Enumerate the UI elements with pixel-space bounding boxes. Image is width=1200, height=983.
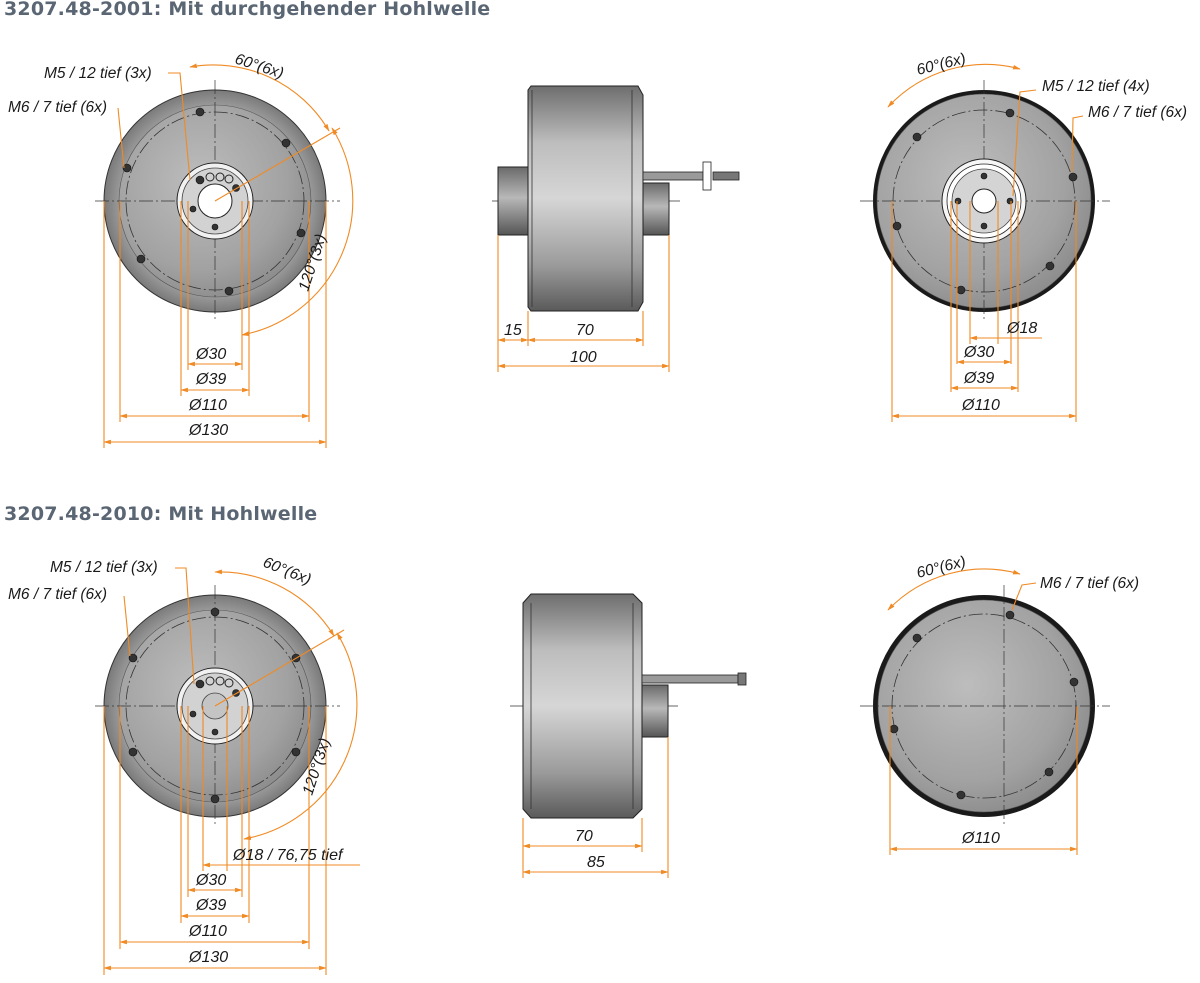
s1-front-m5-label: M5 / 12 tief (3x) bbox=[44, 65, 152, 82]
s1-front-dia30: Ø30 bbox=[195, 346, 226, 363]
s1-side-dim100: 100 bbox=[570, 349, 597, 366]
s2-front-view: Ø18 / 76,75 tief Ø30 Ø39 Ø110 Ø130 M5 / … bbox=[8, 554, 360, 975]
s1-side-dim15: 15 bbox=[504, 322, 522, 339]
section-title-2001: 3207.48-2001: Mit durchgehender Hohlwell… bbox=[4, 0, 491, 20]
s1-front-angle60: 60°(6x) bbox=[233, 51, 286, 83]
s1-back-angle60: 60°(6x) bbox=[915, 50, 968, 79]
s1-back-dia18: Ø18 bbox=[1006, 320, 1037, 337]
s2-side-view: 70 85 bbox=[510, 593, 747, 878]
s1-back-m5-label: M5 / 12 tief (4x) bbox=[1042, 78, 1150, 95]
s2-back-angle60: 60°(6x) bbox=[915, 553, 968, 582]
s2-front-angle60: 60°(6x) bbox=[261, 554, 314, 589]
s1-back-dia110: Ø110 bbox=[961, 397, 1000, 414]
s1-front-dia110: Ø110 bbox=[188, 397, 227, 414]
s2-front-dia130: Ø130 bbox=[188, 949, 228, 966]
s1-side-view: 15 70 100 bbox=[492, 85, 740, 372]
s1-back-dia39: Ø39 bbox=[963, 370, 994, 387]
s2-front-dia39: Ø39 bbox=[195, 897, 226, 914]
s2-front-dia18: Ø18 / 76,75 tief bbox=[232, 847, 344, 864]
s2-front-dia30: Ø30 bbox=[195, 872, 226, 889]
s2-back-dia110: Ø110 bbox=[961, 830, 1000, 847]
s1-back-dia30: Ø30 bbox=[963, 344, 994, 361]
s1-back-m6-label: M6 / 7 tief (6x) bbox=[1088, 104, 1187, 121]
s1-back-view: Ø18 Ø30 Ø39 Ø110 M5 / 12 tief (4x) M6 / … bbox=[860, 50, 1187, 422]
s1-front-view: Ø30 Ø39 Ø110 Ø130 M5 / 12 tief (3x) M6 /… bbox=[8, 51, 354, 448]
s2-back-view: Ø110 M6 / 7 tief (6x) 60°(6x) bbox=[860, 553, 1139, 855]
s1-front-dia39: Ø39 bbox=[195, 371, 226, 388]
s2-front-m5-label: M5 / 12 tief (3x) bbox=[50, 559, 158, 576]
s1-side-dim70: 70 bbox=[576, 322, 594, 339]
s1-front-m6-label: M6 / 7 tief (6x) bbox=[8, 99, 107, 116]
s1-front-m5-hole bbox=[195, 175, 205, 185]
section-title-2010: 3207.48-2010: Mit Hohlwelle bbox=[4, 503, 318, 525]
s2-back-m6-label: M6 / 7 tief (6x) bbox=[1040, 575, 1139, 592]
s2-front-m6-label: M6 / 7 tief (6x) bbox=[8, 586, 107, 603]
s2-side-dim70: 70 bbox=[575, 828, 593, 845]
s1-front-dia130: Ø130 bbox=[188, 422, 228, 439]
s2-front-dia110: Ø110 bbox=[188, 923, 227, 940]
s2-side-dim85: 85 bbox=[587, 854, 605, 871]
